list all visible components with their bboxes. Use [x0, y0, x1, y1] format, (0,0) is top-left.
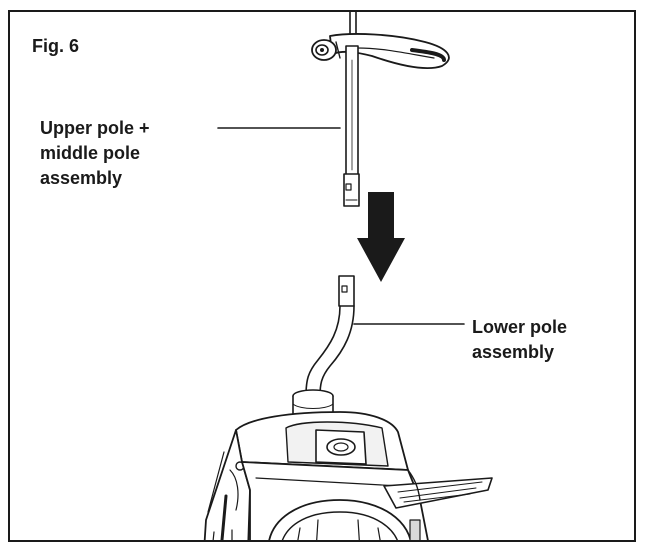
down-arrow	[357, 192, 405, 282]
callout-upper-line-2: middle pole	[40, 143, 141, 163]
figure-label: Fig. 6	[32, 36, 80, 56]
upper-middle-pole	[343, 45, 360, 207]
callout-lower-line-1: Lower pole	[472, 317, 568, 337]
callout-lower-pole: Lower pole assembly	[472, 315, 567, 365]
callout-upper-line-3: assembly	[40, 168, 123, 188]
upper-handle	[311, 33, 450, 69]
machine-body	[203, 411, 493, 540]
callout-lower-line-2: assembly	[472, 342, 555, 362]
callout-upper-line-1: Upper pole +	[40, 118, 150, 138]
callout-upper-pole: Upper pole + middle pole assembly	[40, 116, 150, 191]
lower-pole	[305, 275, 355, 397]
